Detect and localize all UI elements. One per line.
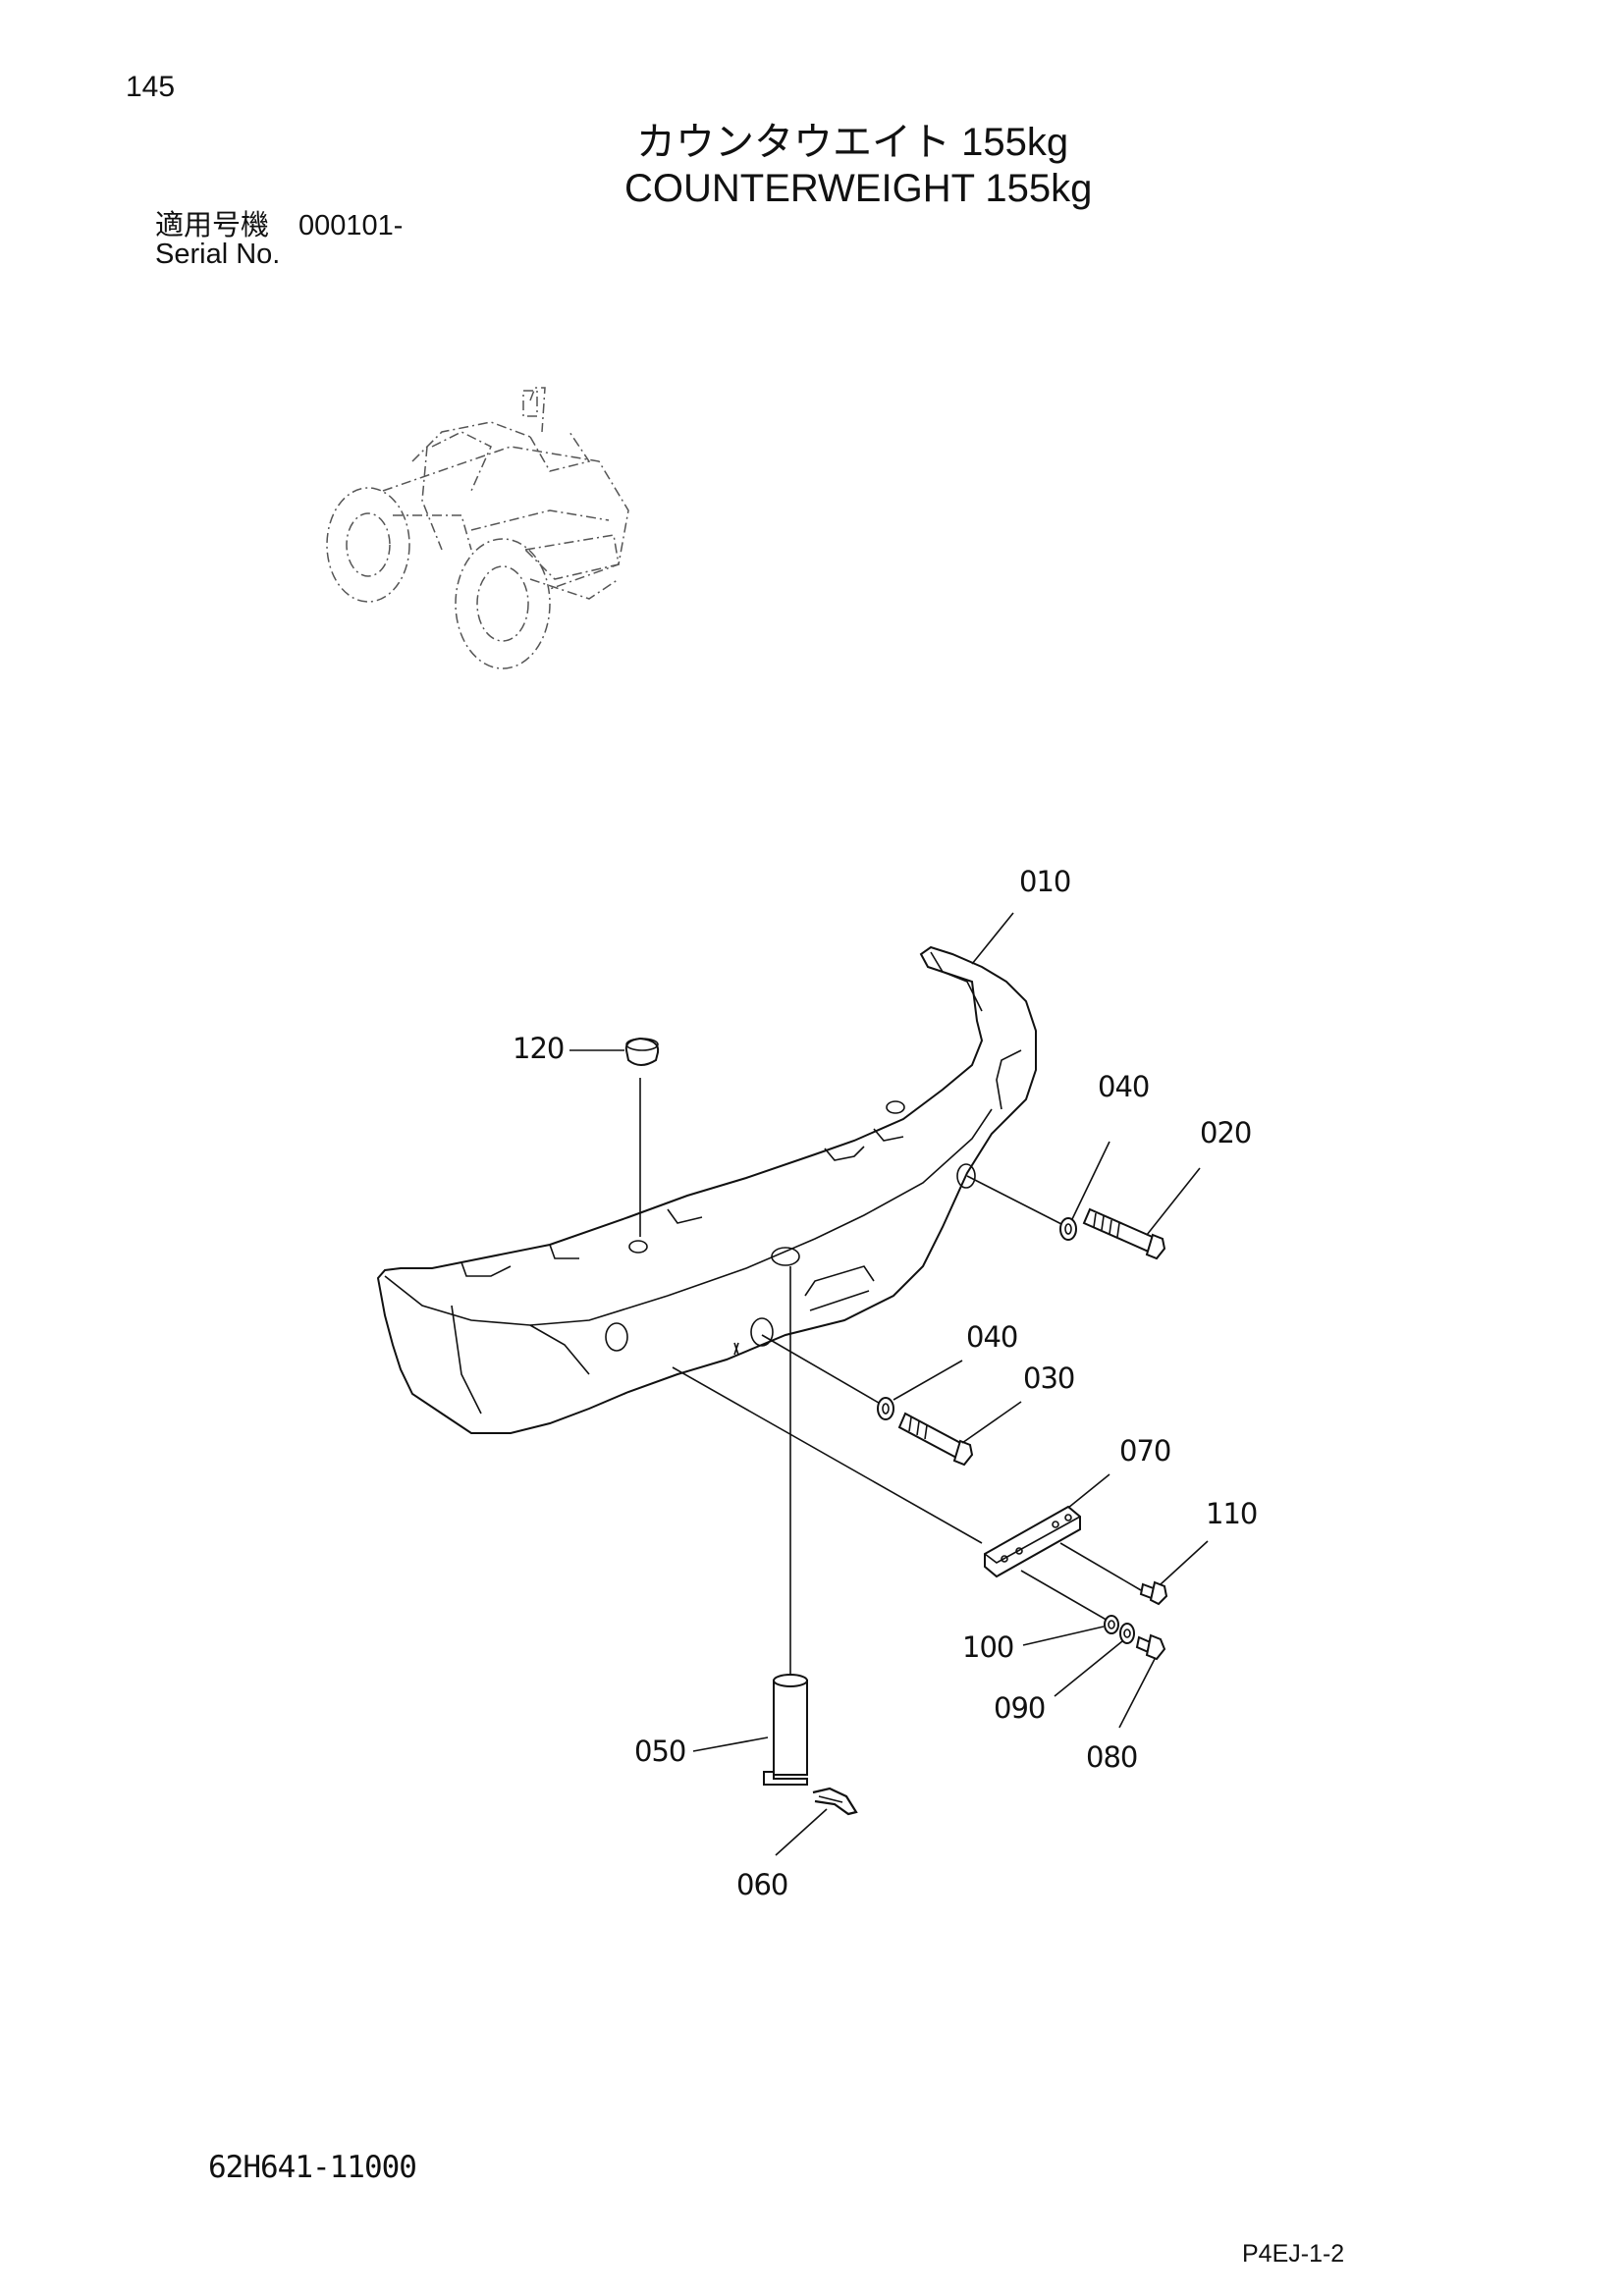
part-label-080: 080 bbox=[1086, 1740, 1137, 1774]
bracket-070 bbox=[984, 1505, 1081, 1578]
bolt-020 bbox=[1082, 1207, 1166, 1260]
washer-040-lower bbox=[877, 1397, 894, 1420]
tractor-locator-illustration bbox=[326, 387, 629, 669]
washer-040-upper bbox=[1059, 1217, 1077, 1241]
part-label-020: 020 bbox=[1200, 1116, 1251, 1149]
part-label-050: 050 bbox=[634, 1735, 685, 1768]
part-label-120: 120 bbox=[513, 1032, 564, 1065]
serial-label-ja-text: 適用号機 bbox=[155, 210, 270, 241]
bolt-030 bbox=[897, 1412, 974, 1467]
part-label-090: 090 bbox=[994, 1691, 1045, 1725]
assembly-lines bbox=[639, 1078, 1142, 1674]
plug-120 bbox=[624, 1037, 660, 1066]
drawing-number: 62H641-11000 bbox=[208, 2150, 417, 2185]
title-english: COUNTERWEIGHT 155kg bbox=[624, 167, 1093, 210]
leader-lines bbox=[569, 912, 1209, 1856]
bolt-110 bbox=[1139, 1580, 1168, 1606]
part-label-060: 060 bbox=[736, 1868, 787, 1901]
washer-090 bbox=[1119, 1623, 1135, 1644]
page-code: P4EJ-1-2 bbox=[1242, 2240, 1345, 2268]
serial-label-japanese: 適用号機 000101- bbox=[155, 202, 403, 243]
part-label-040-upper: 040 bbox=[1098, 1070, 1149, 1103]
part-label-040-lower: 040 bbox=[966, 1320, 1017, 1354]
title-japanese: カウンタウエイト 155kg bbox=[636, 121, 1069, 164]
pin-050 bbox=[763, 1674, 808, 1786]
washer-100 bbox=[1104, 1615, 1119, 1634]
bolt-080 bbox=[1135, 1633, 1166, 1661]
part-label-100: 100 bbox=[962, 1630, 1013, 1664]
serial-value: 000101- bbox=[298, 210, 404, 241]
part-label-010: 010 bbox=[1019, 865, 1070, 898]
page-number: 145 bbox=[126, 71, 176, 103]
part-label-110: 110 bbox=[1206, 1497, 1257, 1530]
part-number-labels: 010 120 040 020 040 030 070 110 100 090 … bbox=[513, 865, 1258, 1901]
counterweight-010 bbox=[376, 945, 1037, 1434]
serial-label-english: Serial No. bbox=[155, 239, 281, 270]
clip-pin-060 bbox=[812, 1787, 858, 1816]
part-label-030: 030 bbox=[1023, 1362, 1074, 1395]
part-label-070: 070 bbox=[1119, 1434, 1170, 1468]
